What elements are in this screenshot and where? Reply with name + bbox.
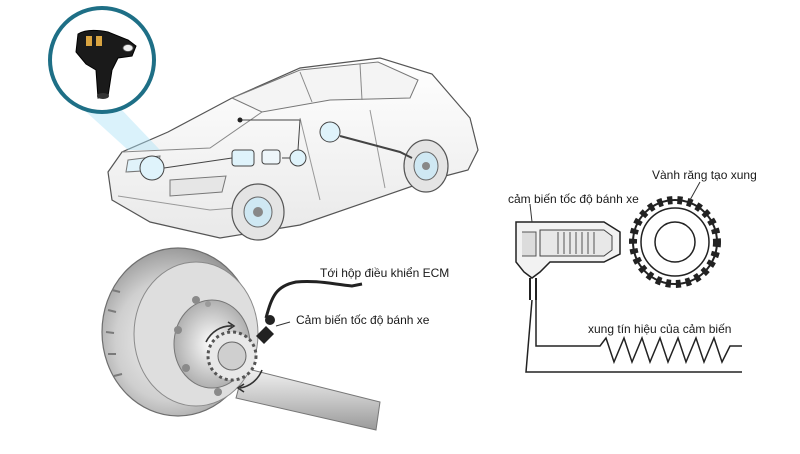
tone-ring-label: Vành răng tạo xung [652,168,757,182]
schematic-sensor-label: cảm biến tốc độ bánh xe [508,192,639,206]
pulse-waveform [560,335,742,365]
sensor-schematic [515,181,742,373]
car-illustration [107,57,479,241]
brake-disc-illustration [101,247,381,431]
wheel-speed-sensor-label: Cảm biến tốc độ bánh xe [296,313,430,327]
schematic-sensor-body [515,221,621,300]
sensor-inset [48,6,160,150]
signal-pulse-label: xung tín hiệu của cảm biến [588,322,732,336]
ecm-label: Tới hộp điều khiển ECM [320,266,450,280]
tone-ring-gear [629,196,721,288]
